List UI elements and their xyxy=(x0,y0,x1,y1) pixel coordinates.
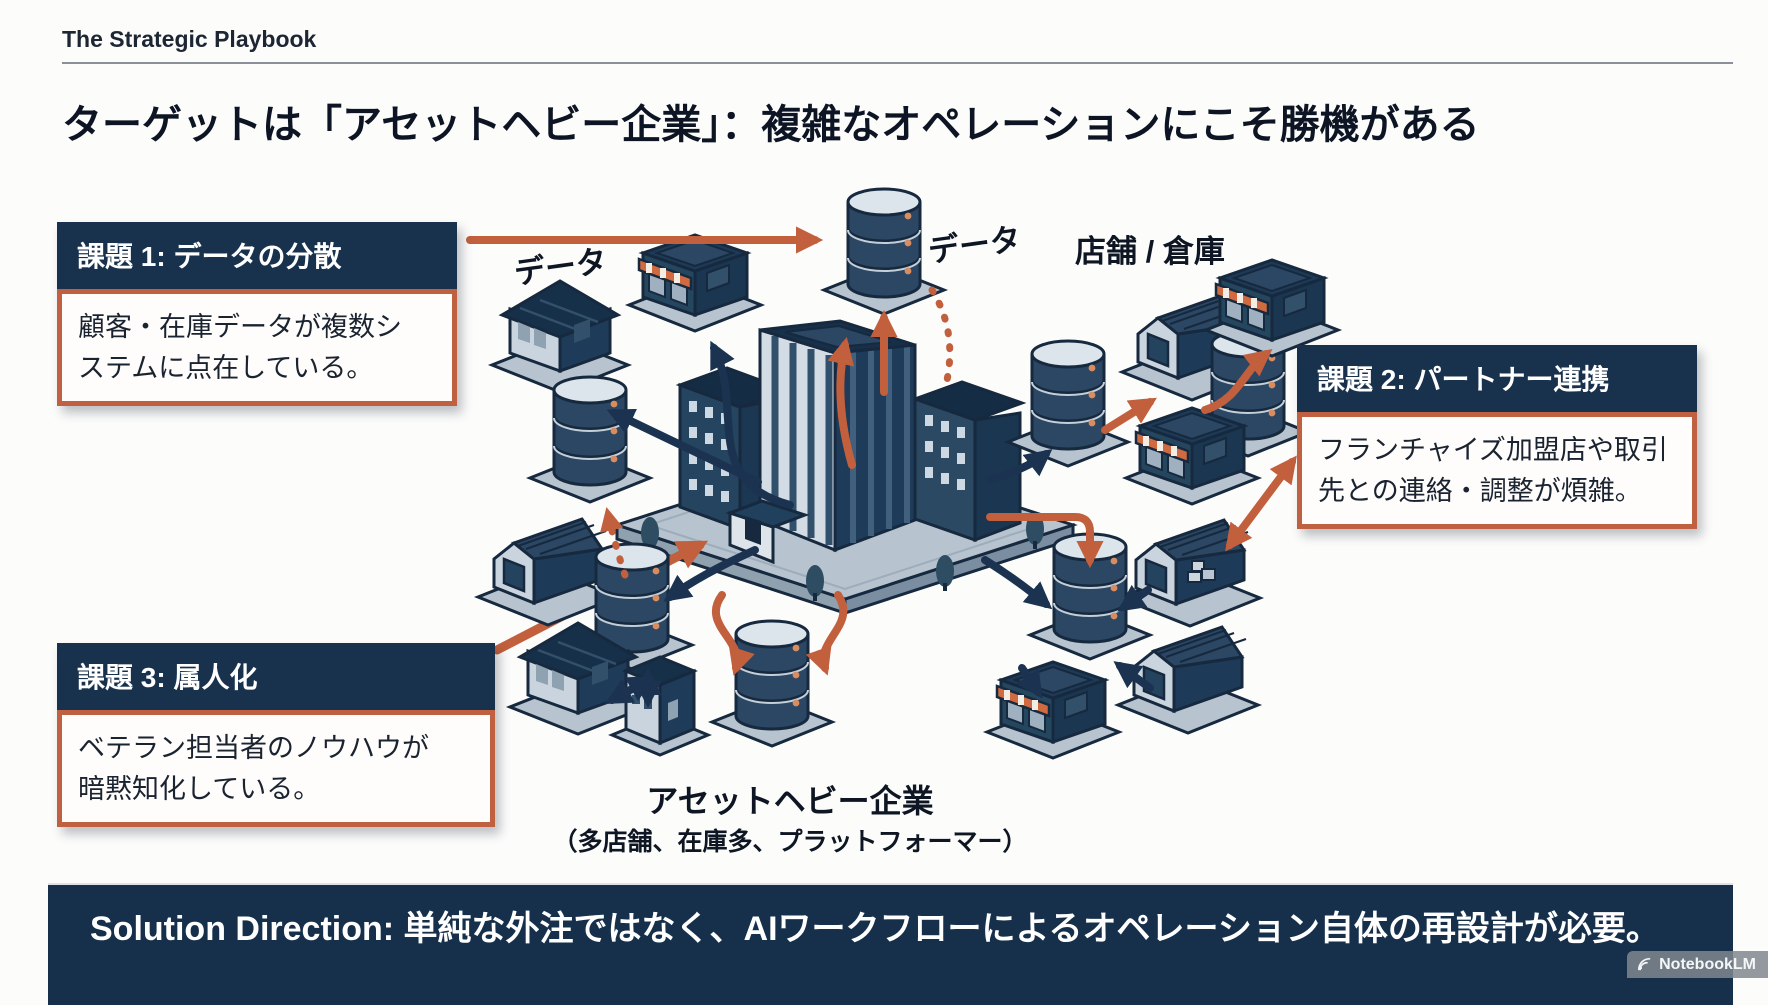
small-building-icon xyxy=(610,655,710,757)
store-icon xyxy=(987,662,1119,758)
watermark-label: NotebookLM xyxy=(1659,955,1756,973)
label-center-descriptor: （多店舗、在庫多、プラットフォーマー） xyxy=(552,827,1027,856)
solution-direction-bar: Solution Direction: 単純な外注ではなく、AIワークフローによ… xyxy=(48,885,1733,1005)
callout-3-heading: 課題 3: 属人化 xyxy=(57,643,495,710)
database-icon xyxy=(822,187,946,316)
solution-direction-text: Solution Direction: 単純な外注ではなく、AIワークフローによ… xyxy=(90,910,1660,948)
header-rule xyxy=(62,62,1733,64)
callout-2-heading: 課題 2: パートナー連携 xyxy=(1297,345,1697,412)
notebooklm-logo-icon xyxy=(1636,956,1653,973)
database-icon xyxy=(1006,339,1130,468)
label-stores-warehouses: 店舗 / 倉庫 xyxy=(1075,234,1225,269)
page-title: ターゲットは「アセットヘビー企業」：複雑なオペレーションにこそ勝機がある xyxy=(62,103,1480,147)
callout-1-heading: 課題 1: データの分散 xyxy=(57,222,457,289)
callout-3-body: ベテラン担当者のノウハウが 暗黙知化している。 xyxy=(57,710,495,827)
network-diagram: データ データ 店舗 / 倉庫 アセットヘビー企業 （多店舗、在庫多、プラットフ… xyxy=(466,187,1768,856)
store-icon xyxy=(629,235,761,331)
notebooklm-watermark: NotebookLM xyxy=(1627,951,1768,978)
label-data-left: データ xyxy=(512,243,609,291)
callout-2-body: フランチャイズ加盟店や取引 先との連絡・調整が煩雑。 xyxy=(1297,412,1697,529)
label-data-top: データ xyxy=(926,221,1023,269)
callout-challenge-1: 課題 1: データの分散 顧客・在庫データが複数シ ステムに点在している。 xyxy=(57,222,457,406)
callout-challenge-3: 課題 3: 属人化 ベテラン担当者のノウハウが 暗黙知化している。 xyxy=(57,643,495,827)
eyebrow-title: The Strategic Playbook xyxy=(62,26,317,52)
callout-challenge-2: 課題 2: パートナー連携 フランチャイズ加盟店や取引 先との連絡・調整が煩雑。 xyxy=(1297,345,1697,529)
orange-flow-arrows xyxy=(466,226,1297,676)
callout-1-body: 顧客・在庫データが複数シ ステムに点在している。 xyxy=(57,289,457,406)
database-icon xyxy=(528,375,652,504)
house-icon xyxy=(490,279,630,394)
navy-flow-arrows xyxy=(604,340,1154,709)
label-center-name: アセットヘビー企業 xyxy=(646,783,933,819)
